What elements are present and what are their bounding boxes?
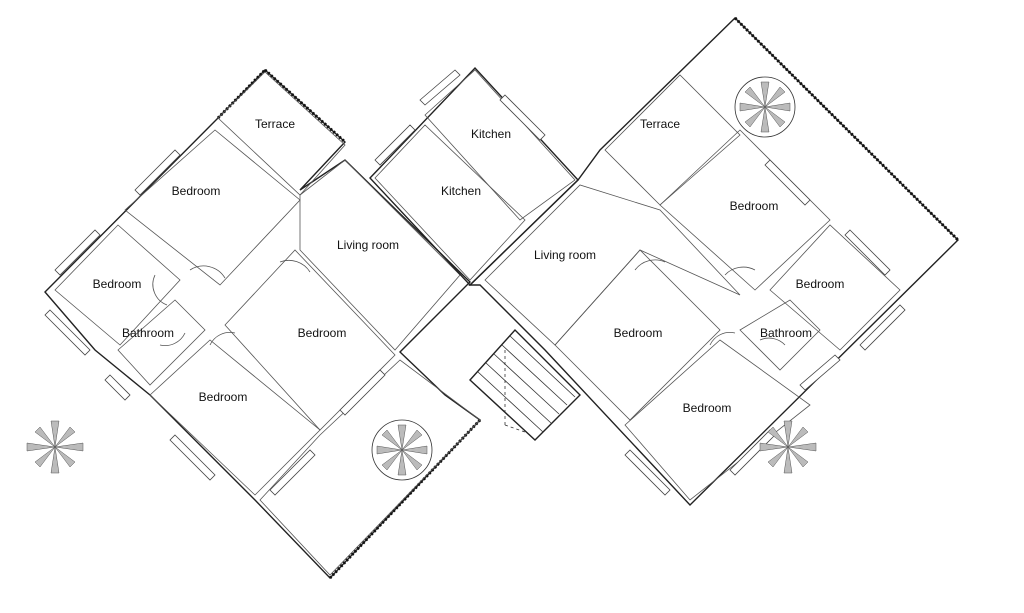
label-bedroom: Bedroom [93,277,142,291]
room-labels: Terrace Bedroom Bedroom Bathroom Bedroom… [93,117,845,415]
label-bedroom: Bedroom [298,326,347,340]
label-kitchen: Kitchen [471,127,511,141]
tree-terrace-left [371,419,433,481]
label-bedroom: Bedroom [796,277,845,291]
staircase [469,328,581,441]
label-kitchen: Kitchen [441,184,481,198]
tree-terrace-right [734,76,796,138]
label-living-room: Living room [337,238,399,252]
right-unit-walls [468,16,960,507]
label-terrace-right: Terrace [640,117,680,131]
tree-outside-right [759,420,817,474]
left-unit-walls [44,68,482,580]
tree-outside-left [26,420,84,474]
middle-block-walls [369,66,579,286]
label-bedroom: Bedroom [614,326,663,340]
label-living-room: Living room [534,248,596,262]
label-bedroom: Bedroom [683,401,732,415]
label-bedroom: Bedroom [172,184,221,198]
left-windows [44,149,386,496]
label-bedroom: Bedroom [199,390,248,404]
label-bathroom: Bathroom [760,326,812,340]
label-bathroom: Bathroom [122,326,174,340]
label-terrace-left: Terrace [255,117,295,131]
label-bedroom: Bedroom [730,199,779,213]
